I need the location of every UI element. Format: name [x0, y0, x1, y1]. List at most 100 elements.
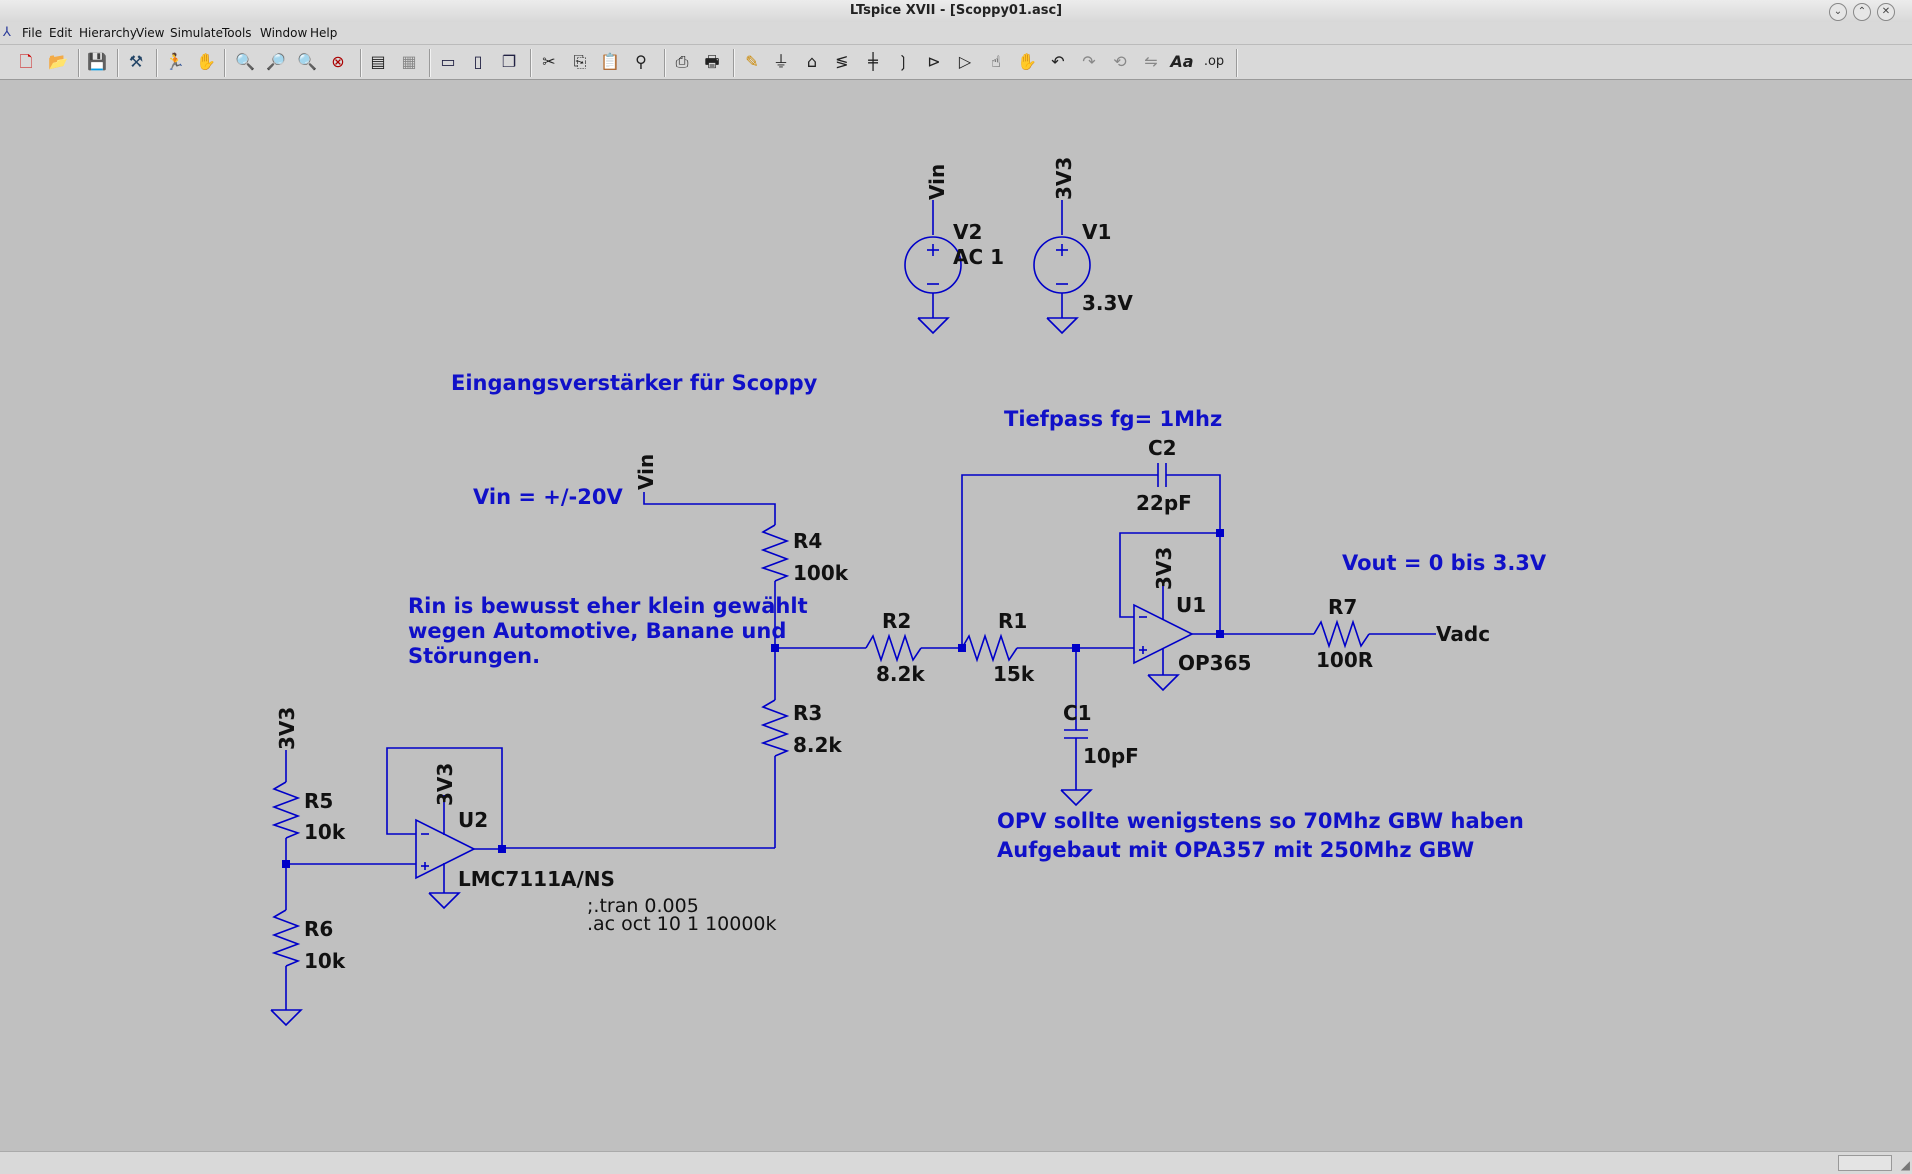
- menu-view[interactable]: View: [136, 26, 165, 40]
- v2-net-label[interactable]: Vin: [925, 164, 949, 200]
- r7-value[interactable]: 100R: [1316, 648, 1373, 672]
- r5-supply-label[interactable]: 3V3: [275, 707, 299, 750]
- v1-name[interactable]: V1: [1082, 220, 1111, 244]
- tile-vertical-icon[interactable]: ▯: [473, 52, 483, 71]
- paste-icon[interactable]: 📋: [600, 52, 620, 71]
- drag-icon[interactable]: ✋: [1017, 52, 1037, 71]
- comment-rin-note-3[interactable]: Störungen.: [408, 644, 540, 668]
- r4-name[interactable]: R4: [793, 529, 822, 553]
- run-icon[interactable]: 🏃: [165, 52, 185, 71]
- copy-icon[interactable]: ⎘: [573, 52, 587, 71]
- cascade-icon[interactable]: ❐: [501, 52, 517, 71]
- r1-value[interactable]: 15k: [993, 662, 1035, 686]
- u1-name[interactable]: U1: [1176, 593, 1206, 617]
- redo-icon[interactable]: ↷: [1082, 52, 1096, 71]
- capacitor-icon[interactable]: ╪: [868, 52, 878, 71]
- save-icon[interactable]: 💾: [87, 52, 107, 71]
- zoom-out-icon[interactable]: 🔍: [297, 52, 317, 71]
- c1-value[interactable]: 10pF: [1083, 744, 1139, 768]
- show-grid-icon[interactable]: ▦: [401, 52, 417, 71]
- halt-icon[interactable]: ✋: [196, 52, 216, 71]
- zoom-in-icon[interactable]: 🔍: [235, 52, 255, 71]
- inductor-icon[interactable]: ❳: [896, 52, 910, 71]
- comment-rin-note-1[interactable]: Rin is bewusst eher klein gewählt: [408, 594, 808, 618]
- move-icon[interactable]: ☝: [991, 52, 1001, 71]
- text-icon[interactable]: Aa: [1170, 52, 1194, 71]
- r2-value[interactable]: 8.2k: [876, 662, 925, 686]
- r5-value[interactable]: 10k: [304, 820, 346, 844]
- component-icon[interactable]: ▷: [958, 52, 972, 71]
- r3-name[interactable]: R3: [793, 701, 822, 725]
- zoom-fit-icon[interactable]: ⊗: [331, 52, 345, 71]
- r1-resistor[interactable]: [961, 633, 1018, 663]
- comment-title[interactable]: Eingangsverstärker für Scoppy: [451, 371, 818, 395]
- vadc-net-label[interactable]: Vadc: [1436, 622, 1490, 646]
- maximize-icon[interactable]: ⌃: [1853, 3, 1871, 21]
- v1-value[interactable]: 3.3V: [1082, 291, 1133, 315]
- v2-name[interactable]: V2: [953, 220, 982, 244]
- minimize-icon[interactable]: ⌄: [1829, 3, 1847, 21]
- diode-icon[interactable]: ⊳: [927, 52, 941, 71]
- r2-name[interactable]: R2: [882, 609, 911, 633]
- print-icon[interactable]: 🖶: [704, 52, 720, 71]
- mirror-icon[interactable]: ⇋: [1144, 52, 1158, 71]
- r3-value[interactable]: 8.2k: [793, 733, 842, 757]
- menu-hierarchy[interactable]: Hierarchy: [79, 26, 138, 40]
- vin-net-label[interactable]: Vin: [634, 454, 658, 490]
- r4-value[interactable]: 100k: [793, 561, 849, 585]
- comment-rin-note-2[interactable]: wegen Automotive, Banane und: [408, 619, 786, 643]
- menu-window[interactable]: Window: [260, 26, 308, 40]
- r6-value[interactable]: 10k: [304, 949, 346, 973]
- r5-resistor[interactable]: [271, 781, 301, 839]
- r6-name[interactable]: R6: [304, 917, 333, 941]
- new-schematic-icon[interactable]: 🗋: [19, 52, 33, 71]
- directive-tran[interactable]: ;.tran 0.005: [587, 895, 699, 917]
- ltspice-app-icon[interactable]: ⅄: [3, 25, 11, 40]
- print-preview-icon[interactable]: ⎙: [675, 52, 689, 71]
- v1-net-label[interactable]: 3V3: [1052, 157, 1076, 200]
- r3-resistor[interactable]: [760, 699, 790, 757]
- u2-opamp-symbol[interactable]: [415, 818, 476, 880]
- resistor-icon[interactable]: ≶: [835, 52, 849, 71]
- c2-value[interactable]: 22pF: [1136, 491, 1192, 515]
- r6-resistor[interactable]: [271, 909, 301, 967]
- u2-value[interactable]: LMC7111A/NS: [458, 867, 615, 891]
- v2-value[interactable]: AC 1: [953, 245, 1004, 269]
- rotate-icon[interactable]: ⟲: [1113, 52, 1127, 71]
- u1-value[interactable]: OP365: [1178, 651, 1251, 675]
- menu-file[interactable]: File: [22, 26, 43, 40]
- zoom-pan-icon[interactable]: 🔎: [266, 52, 286, 71]
- open-icon[interactable]: 📂: [48, 52, 68, 71]
- r5-name[interactable]: R5: [304, 789, 333, 813]
- find-icon[interactable]: ⚲: [635, 52, 647, 71]
- cut-icon[interactable]: ✂: [542, 52, 556, 71]
- undo-icon[interactable]: ↶: [1051, 52, 1065, 71]
- comment-lowpass[interactable]: Tiefpass fg= 1Mhz: [1004, 407, 1222, 431]
- comment-opv-note-2[interactable]: Aufgebaut mit OPA357 mit 250Mhz GBW: [997, 838, 1474, 862]
- autorange-icon[interactable]: ▤: [370, 52, 386, 71]
- comment-vin-range[interactable]: Vin = +/-20V: [473, 485, 623, 509]
- control-panel-icon[interactable]: ⚒: [128, 52, 144, 71]
- spice-directive-icon[interactable]: .op: [1203, 54, 1225, 69]
- u1-supply-label[interactable]: 3V3: [1152, 547, 1176, 590]
- schematic-canvas[interactable]: Vin V2 AC 1 3V3 V1 3.3V Vin R4 100k R2 8…: [0, 80, 1912, 1150]
- draw-wire-icon[interactable]: ✎: [745, 52, 759, 71]
- tile-horizontal-icon[interactable]: ▭: [440, 52, 456, 71]
- r7-resistor[interactable]: [1313, 619, 1370, 649]
- r4-resistor[interactable]: [760, 524, 790, 582]
- comment-vout-range[interactable]: Vout = 0 bis 3.3V: [1342, 551, 1547, 575]
- directive-ac[interactable]: .ac oct 10 1 10000k: [587, 913, 777, 935]
- r1-name[interactable]: R1: [998, 609, 1027, 633]
- menu-simulate[interactable]: Simulate: [170, 26, 224, 40]
- c2-name[interactable]: C2: [1148, 436, 1177, 460]
- r7-name[interactable]: R7: [1328, 595, 1357, 619]
- ground-icon[interactable]: ⏚: [772, 52, 789, 71]
- close-icon[interactable]: ✕: [1877, 3, 1895, 21]
- label-net-icon[interactable]: ⌂: [806, 52, 818, 71]
- menu-tools[interactable]: Tools: [222, 26, 252, 40]
- resize-grip-icon[interactable]: ◢: [1900, 1158, 1910, 1172]
- u2-supply-label[interactable]: 3V3: [433, 763, 457, 806]
- c1-name[interactable]: C1: [1063, 701, 1092, 725]
- comment-opv-note-1[interactable]: OPV sollte wenigstens so 70Mhz GBW haben: [997, 809, 1524, 833]
- u2-name[interactable]: U2: [458, 808, 488, 832]
